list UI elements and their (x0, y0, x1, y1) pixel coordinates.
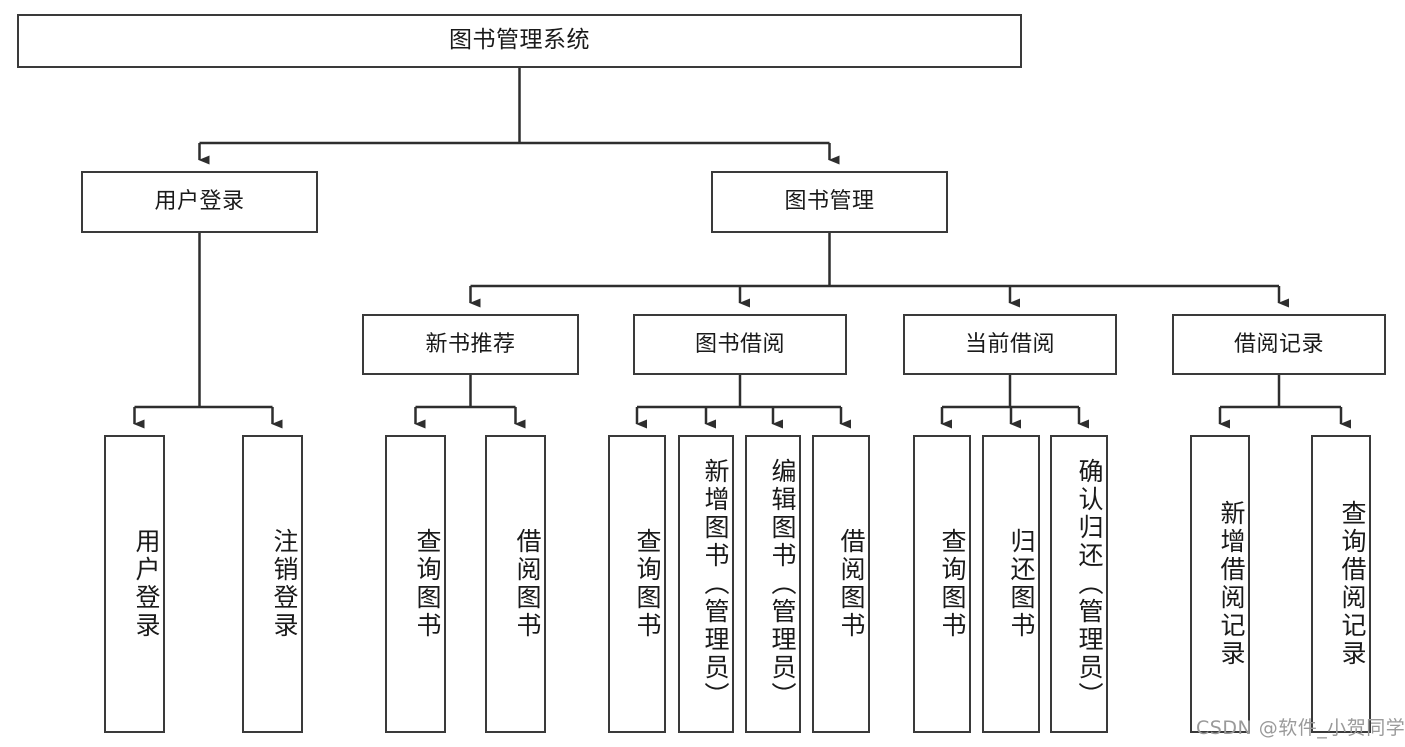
node-label: 查询借阅记录 (1338, 500, 1367, 668)
node-login[interactable]: 用户登录 (81, 171, 318, 233)
node-leaf2[interactable]: 注销登录 (242, 435, 303, 733)
node-current[interactable]: 当前借阅 (903, 314, 1117, 375)
node-leaf5[interactable]: 查询图书 (608, 435, 666, 733)
node-leaf8[interactable]: 借阅图书 (812, 435, 870, 733)
node-leaf11[interactable]: 确认归还（管理员） (1050, 435, 1108, 733)
node-leaf9[interactable]: 查询图书 (913, 435, 971, 733)
node-label: 确认归还（管理员） (1075, 458, 1104, 710)
node-label: 注销登录 (270, 528, 299, 640)
node-label: 用户登录 (154, 189, 245, 215)
node-leaf1[interactable]: 用户登录 (104, 435, 165, 733)
node-label: 借阅图书 (837, 528, 866, 640)
node-leaf3[interactable]: 查询图书 (385, 435, 446, 733)
node-leaf4[interactable]: 借阅图书 (485, 435, 546, 733)
node-label: 图书借阅 (694, 331, 785, 357)
node-leaf7[interactable]: 编辑图书（管理员） (745, 435, 801, 733)
node-label: 借阅图书 (513, 528, 542, 640)
node-label: 编辑图书（管理员） (768, 458, 797, 710)
node-label: 图书管理系统 (449, 27, 590, 54)
node-label: 查询图书 (938, 528, 967, 640)
node-leaf12[interactable]: 新增借阅记录 (1190, 435, 1250, 733)
node-records[interactable]: 借阅记录 (1172, 314, 1386, 375)
node-bookmgmt[interactable]: 图书管理 (711, 171, 948, 233)
node-leaf6[interactable]: 新增图书（管理员） (678, 435, 734, 733)
node-label: 归还图书 (1007, 528, 1036, 640)
node-leaf10[interactable]: 归还图书 (982, 435, 1040, 733)
node-label: 新增借阅记录 (1217, 500, 1246, 668)
node-label: 查询图书 (633, 528, 662, 640)
node-borrow[interactable]: 图书借阅 (633, 314, 847, 375)
node-label: 查询图书 (413, 528, 442, 640)
node-label: 当前借阅 (964, 331, 1055, 357)
node-leaf13[interactable]: 查询借阅记录 (1311, 435, 1371, 733)
node-newbook[interactable]: 新书推荐 (362, 314, 579, 375)
node-label: 借阅记录 (1233, 331, 1324, 357)
node-label: 新书推荐 (425, 331, 516, 357)
node-label: 新增图书（管理员） (701, 458, 730, 710)
node-root[interactable]: 图书管理系统 (17, 14, 1022, 68)
node-label: 用户登录 (132, 528, 161, 640)
node-label: 图书管理 (784, 189, 875, 215)
